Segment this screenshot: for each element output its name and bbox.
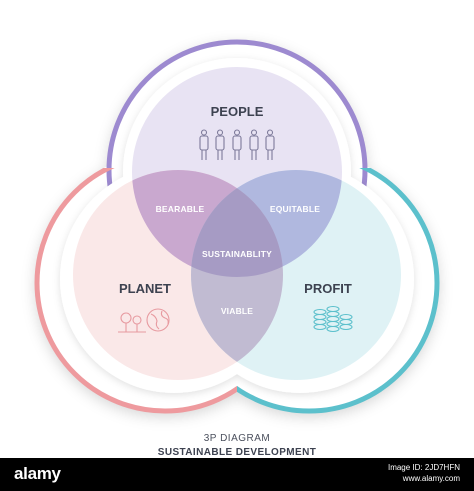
- trees-globe-icon: [118, 308, 170, 333]
- center-overlap: [191, 170, 283, 277]
- stock-footer: alamy Image ID: 2JD7HFN www.alamy.com: [0, 458, 474, 491]
- people-label: PEOPLE: [211, 104, 264, 119]
- site-url: www.alamy.com: [402, 474, 460, 483]
- planet-rim: [34, 168, 237, 414]
- image-id-block: Image ID: 2JD7HFN www.alamy.com: [388, 462, 460, 484]
- alamy-logo: alamy: [14, 464, 61, 483]
- sustainability-label: SUSTAINABLITY: [202, 249, 272, 259]
- equitable-label: EQUITABLE: [270, 204, 320, 214]
- image-id: Image ID: 2JD7HFN: [387, 463, 460, 472]
- diagram-subtitle: SUSTAINABLE DEVELOPMENT: [157, 447, 317, 458]
- coin-stack-icon: [313, 305, 353, 333]
- venn-circles: [73, 67, 401, 380]
- viable-label: VIABLE: [221, 306, 253, 316]
- profit-rim: [237, 168, 440, 414]
- planet-label: PLANET: [119, 281, 171, 296]
- diagram-title: 3P DIAGRAM: [203, 433, 271, 444]
- people-group-icon: [199, 129, 275, 160]
- profit-label: PROFIT: [304, 281, 352, 296]
- colored-rims: [34, 39, 440, 414]
- bearable-label: BEARABLE: [156, 204, 205, 214]
